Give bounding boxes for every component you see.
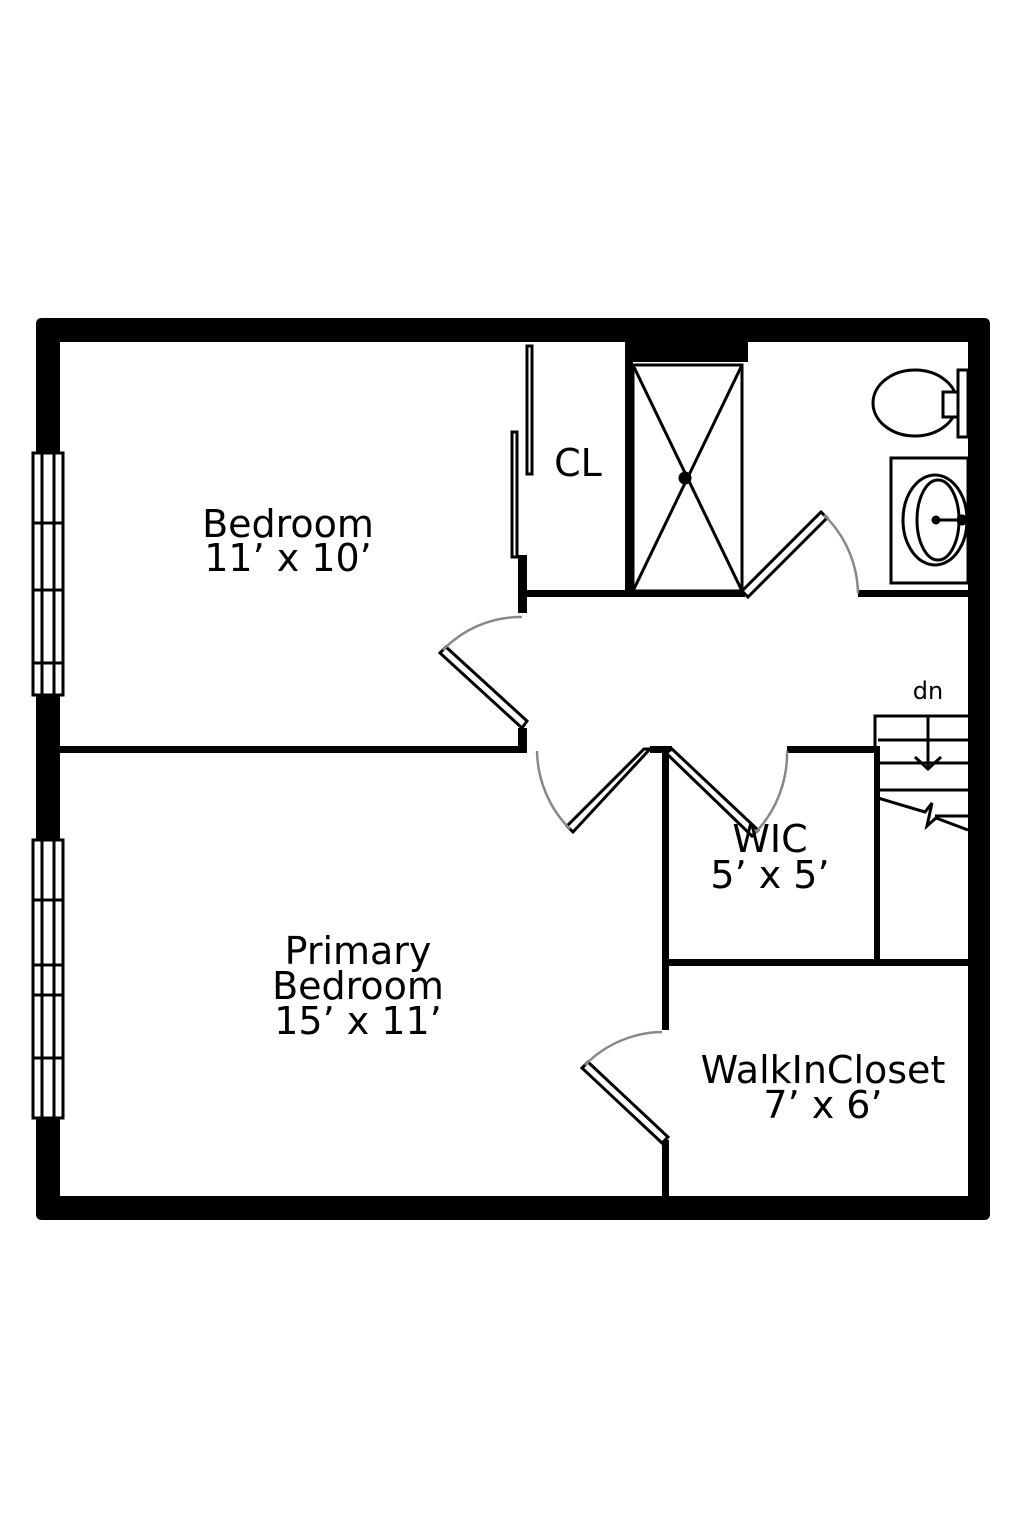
room-name-bedroom: Bedroom: [202, 502, 374, 546]
window-primary-bedroom: [31, 838, 65, 1120]
door-walk-in-closet[interactable]: [579, 1030, 671, 1146]
door-primary-bedroom[interactable]: [535, 747, 654, 835]
room-name-primary-2: Bedroom: [272, 964, 444, 1008]
room-name-closet: CL: [554, 441, 602, 485]
door-bathroom[interactable]: [739, 509, 860, 600]
room-name-walk-in-closet: WalkInCloset: [701, 1048, 946, 1092]
room-size-wic: 5’ x 5’: [710, 853, 829, 897]
shower: [631, 363, 744, 593]
window-bedroom: [31, 451, 65, 697]
room-size-bedroom: 11’ x 10’: [204, 536, 372, 580]
door-bedroom[interactable]: [437, 615, 529, 731]
drain-icon: [678, 471, 692, 485]
room-name-primary: Primary: [285, 929, 432, 973]
room-name-wic: WIC: [732, 817, 807, 861]
toilet-icon: [871, 368, 970, 439]
closet-sliding-doors[interactable]: [510, 344, 534, 559]
room-size-primary: 15’ x 11’: [274, 999, 442, 1043]
stairs[interactable]: [873, 714, 969, 832]
door-wic[interactable]: [663, 747, 789, 839]
sink-icon: [889, 456, 970, 585]
arrow-down-icon: [913, 716, 943, 772]
room-size-walk-in-closet: 7’ x 6’: [763, 1083, 882, 1127]
stairs-label: dn: [913, 677, 943, 705]
interior-walls: [60, 342, 968, 1198]
